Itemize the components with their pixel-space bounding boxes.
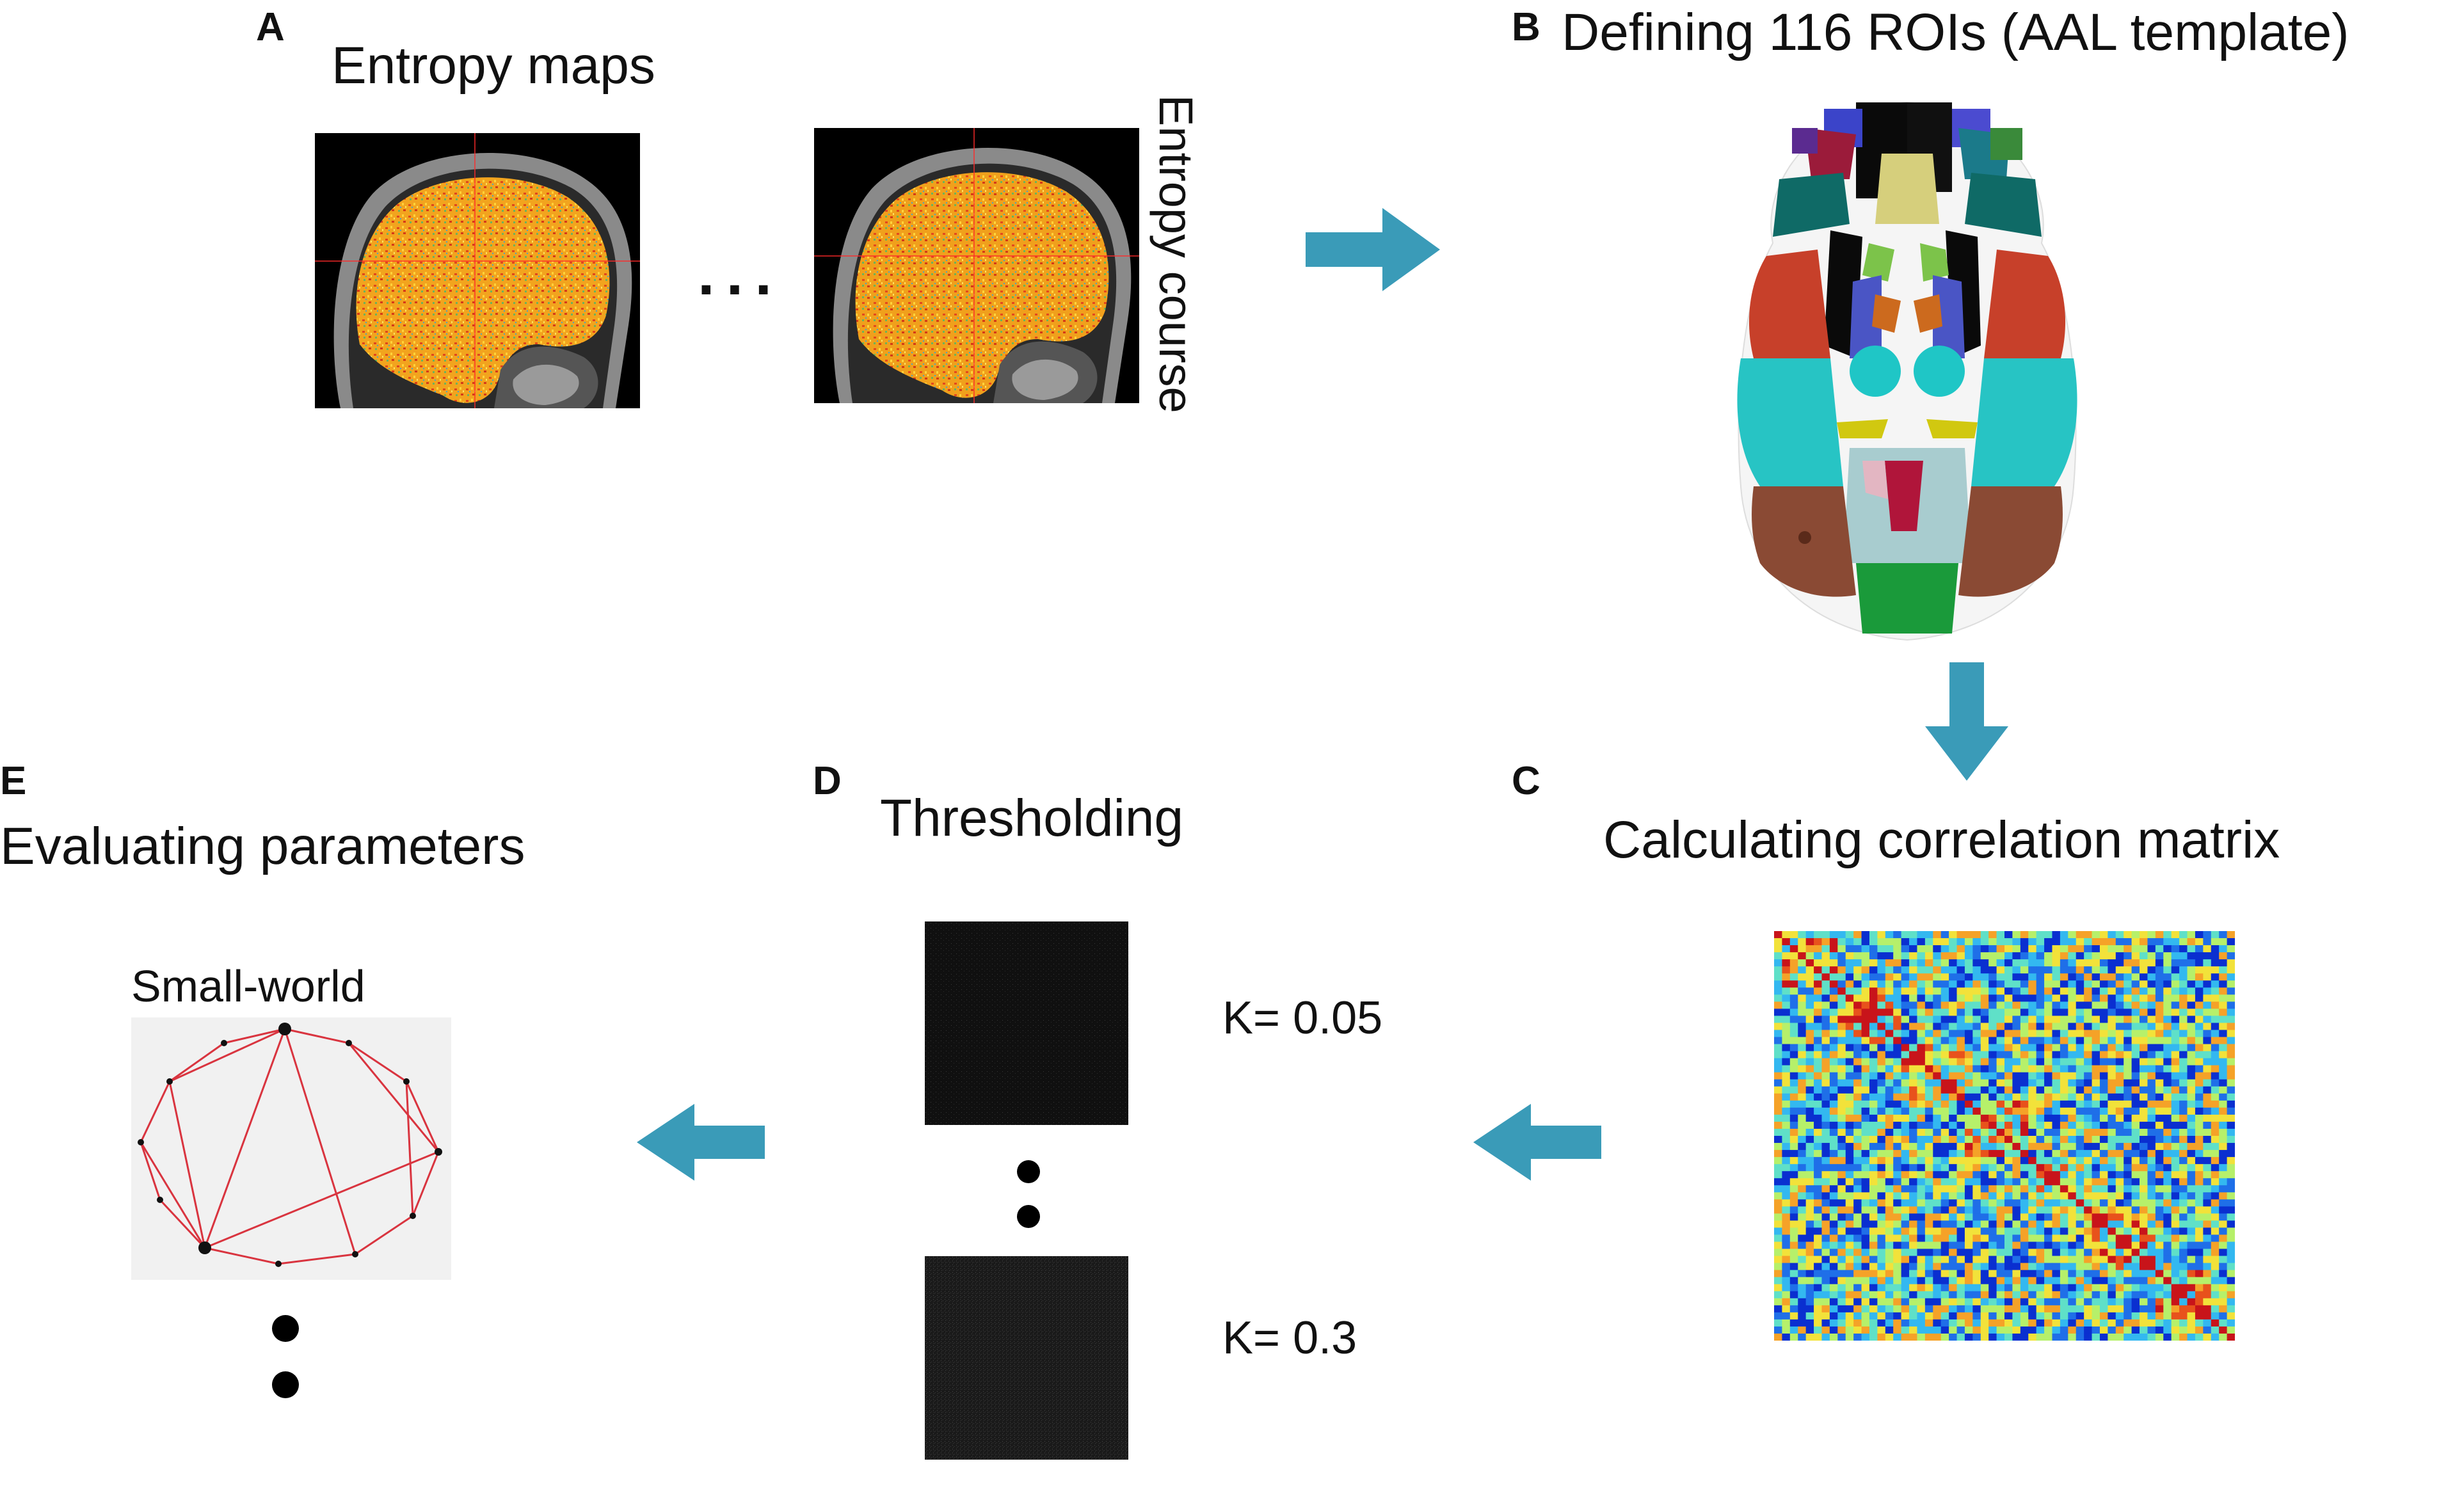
arrow-down-icon	[1925, 662, 2008, 781]
arrow-right-icon	[1306, 208, 1440, 291]
arrow-left-icon	[637, 1104, 765, 1181]
vertical-ellipsis-dot	[1017, 1160, 1040, 1183]
entropy-map-image-last	[814, 128, 1139, 403]
k-label-bottom: K= 0.3	[1222, 1312, 1357, 1364]
small-world-network-image	[131, 1017, 451, 1280]
panel-d-letter: D	[813, 759, 842, 803]
panel-b-letter: B	[1512, 5, 1540, 49]
panel-c-title: Calculating correlation matrix	[1603, 811, 2280, 869]
aal-template-image	[1690, 90, 2125, 659]
panel-d-title: Thresholding	[880, 789, 1184, 847]
panel-e-letter: E	[0, 759, 27, 803]
correlation-matrix-image	[1774, 931, 2235, 1341]
panel-b-title: Defining 116 ROIs (AAL template)	[1562, 3, 2349, 61]
ellipsis-text: ...	[698, 239, 784, 308]
panel-a-title: Entropy maps	[332, 36, 655, 95]
panel-e-title: Evaluating parameters	[0, 817, 525, 875]
vertical-ellipsis-dot	[272, 1315, 299, 1342]
panel-c-letter: C	[1512, 759, 1540, 803]
entropy-course-label: Entropy course	[1149, 95, 1203, 413]
vertical-ellipsis-dot	[272, 1371, 299, 1398]
k-label-top: K= 0.05	[1222, 993, 1383, 1044]
entropy-map-image-first	[315, 133, 640, 408]
vertical-ellipsis-dot	[1017, 1205, 1040, 1228]
arrow-left-icon	[1473, 1104, 1601, 1181]
panel-a-letter: A	[256, 5, 285, 49]
threshold-matrix-bottom	[925, 1256, 1128, 1460]
threshold-matrix-top	[925, 921, 1128, 1125]
small-world-label: Small-world	[131, 961, 365, 1011]
